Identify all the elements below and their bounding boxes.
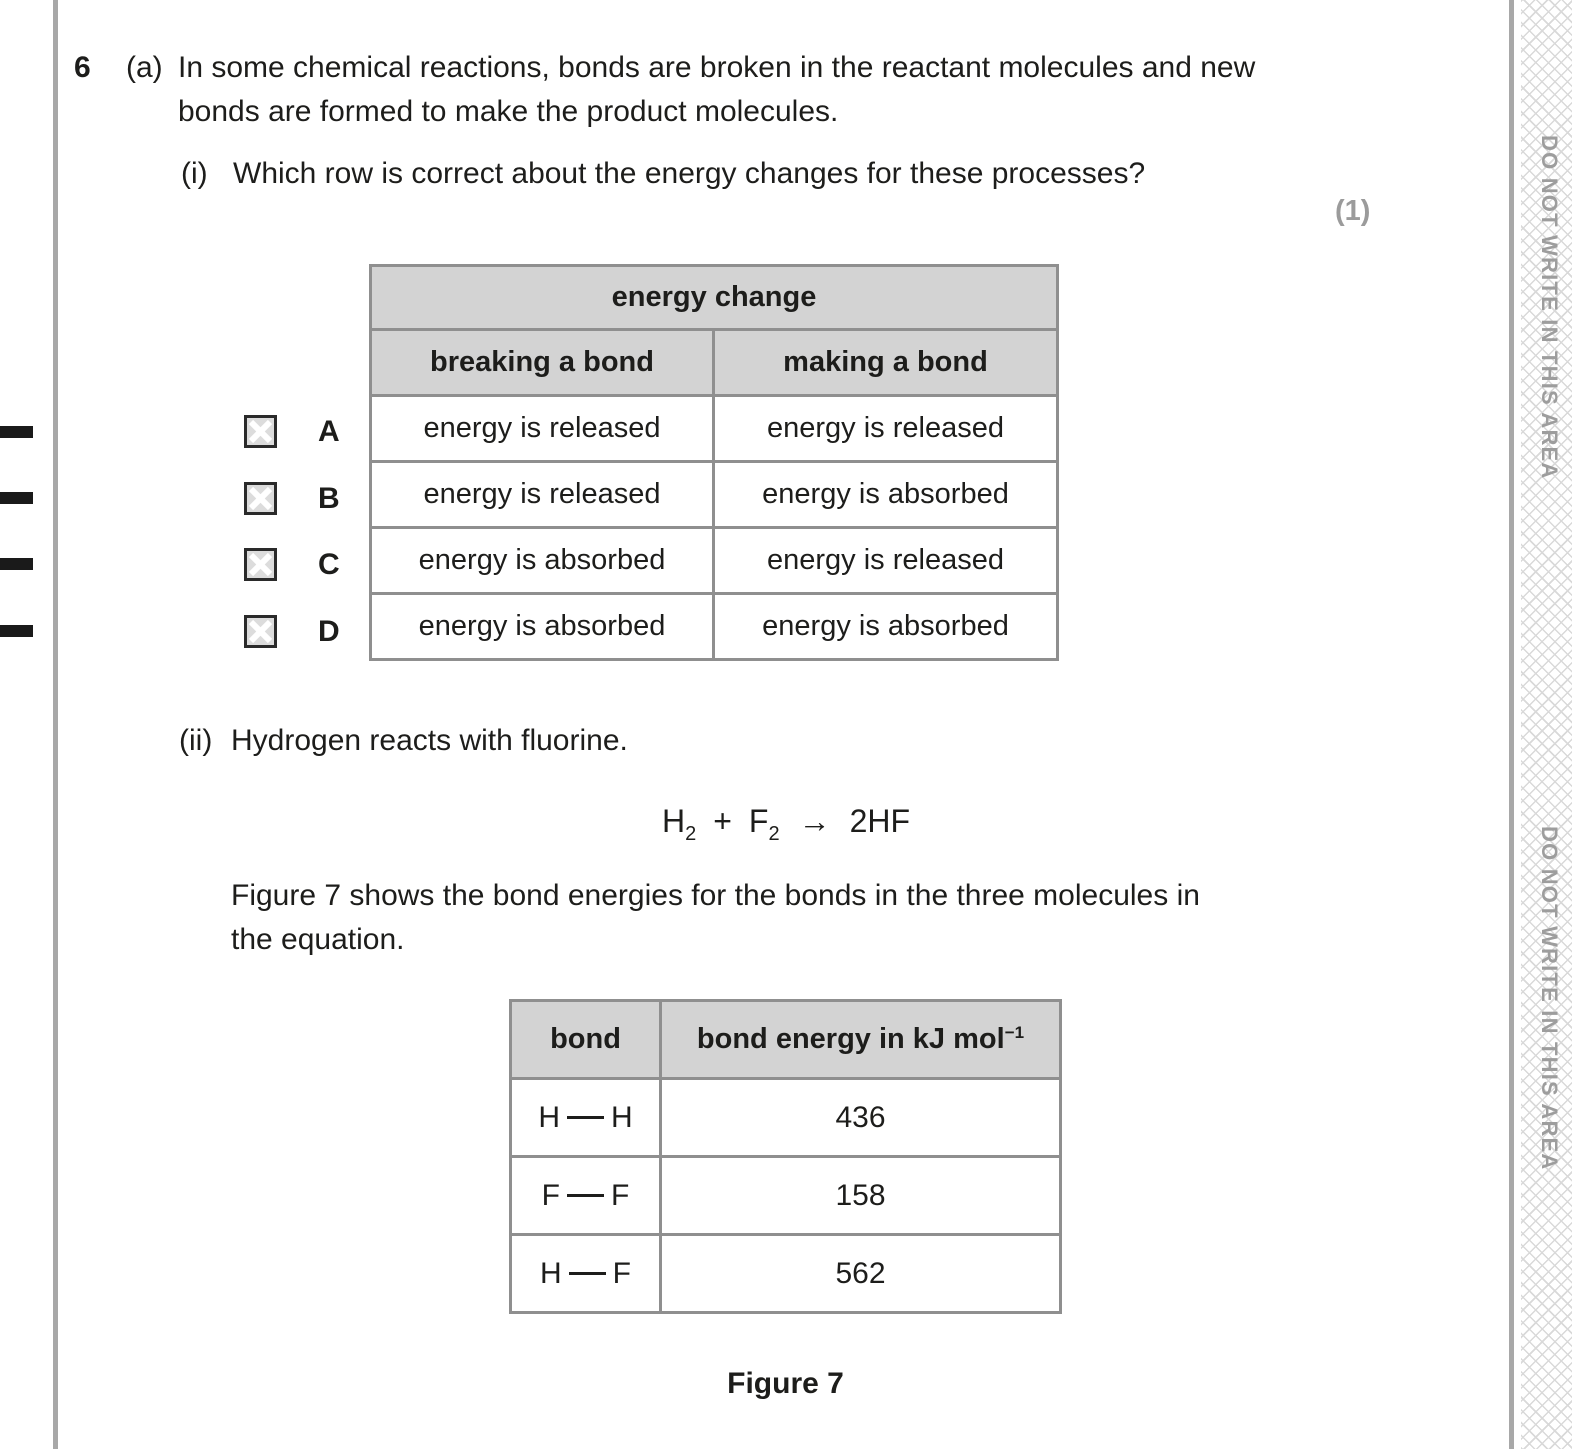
answer-checkbox-a[interactable] bbox=[244, 415, 277, 448]
table-row-a: energy is released energy is released bbox=[369, 394, 1059, 463]
column-header-breaking: breaking a bond bbox=[369, 328, 715, 397]
figure-caption: Figure 7 bbox=[727, 1367, 844, 1400]
answer-option-c: C bbox=[244, 548, 340, 581]
bond-line-icon bbox=[567, 1194, 604, 1197]
part-ii-label: (ii) bbox=[179, 724, 213, 757]
answer-option-a: A bbox=[244, 415, 340, 448]
bond-line-icon bbox=[568, 1272, 606, 1275]
column-header-making: making a bond bbox=[712, 328, 1059, 397]
crosshatch-band bbox=[1521, 0, 1572, 1449]
do-not-write-warning-bottom: DO NOT WRITE IN THIS AREA bbox=[1537, 826, 1562, 1171]
part-i-question: Which row is correct about the energy ch… bbox=[233, 157, 1146, 190]
x-mark-icon bbox=[248, 486, 273, 511]
binding-tick bbox=[0, 558, 33, 570]
reaction-arrow-icon: → bbox=[798, 803, 831, 839]
marks-badge: (1) bbox=[1335, 195, 1371, 227]
part-ii-text: Hydrogen reacts with fluorine. bbox=[231, 724, 628, 757]
energy-cell-ff: 158 bbox=[659, 1155, 1062, 1236]
energy-table-title: energy change bbox=[369, 264, 1059, 331]
binding-tick bbox=[0, 625, 33, 637]
energy-cell-hf: 562 bbox=[659, 1233, 1062, 1314]
table-row-b: energy is released energy is absorbed bbox=[369, 460, 1059, 529]
x-mark-icon bbox=[248, 552, 273, 577]
cell-d-breaking: energy is absorbed bbox=[369, 592, 715, 661]
cell-d-making: energy is absorbed bbox=[712, 592, 1059, 661]
reactant-h2: H2 bbox=[661, 803, 697, 845]
figure-intro-line1: Figure 7 shows the bond energies for the… bbox=[231, 879, 1200, 912]
binding-tick bbox=[0, 426, 33, 438]
superscript-minus-one: −1 bbox=[1004, 1023, 1025, 1042]
option-letter-b: B bbox=[318, 482, 340, 515]
part-a-label: (a) bbox=[126, 51, 163, 84]
question-number: 6 bbox=[74, 51, 91, 84]
figure-intro-line2: the equation. bbox=[231, 923, 405, 956]
x-mark-icon bbox=[248, 419, 273, 444]
answer-checkbox-b[interactable] bbox=[244, 482, 277, 515]
answer-option-b: B bbox=[244, 482, 340, 515]
x-mark-icon bbox=[248, 619, 273, 644]
table-row-c: energy is absorbed energy is released bbox=[369, 526, 1059, 595]
left-margin-rule bbox=[53, 0, 58, 1449]
product-2hf: 2HF bbox=[849, 803, 911, 839]
answer-checkbox-d[interactable] bbox=[244, 615, 277, 648]
cell-c-making: energy is released bbox=[712, 526, 1059, 595]
answer-checkbox-c[interactable] bbox=[244, 548, 277, 581]
cell-a-breaking: energy is released bbox=[369, 394, 715, 463]
answer-option-d: D bbox=[244, 615, 340, 648]
column-header-bond-energy: bond energy in kJ mol−1 bbox=[659, 999, 1062, 1080]
cell-b-making: energy is absorbed bbox=[712, 460, 1059, 529]
part-i-label: (i) bbox=[181, 157, 208, 190]
column-header-bond: bond bbox=[509, 999, 662, 1080]
option-letter-d: D bbox=[318, 615, 340, 648]
cell-a-making: energy is released bbox=[712, 394, 1059, 463]
part-a-text-line1: In some chemical reactions, bonds are br… bbox=[178, 51, 1256, 84]
part-a-text-line2: bonds are formed to make the product mol… bbox=[178, 95, 839, 128]
energy-cell-hh: 436 bbox=[659, 1077, 1062, 1158]
binding-tick bbox=[0, 492, 33, 504]
cell-c-breaking: energy is absorbed bbox=[369, 526, 715, 595]
option-letter-a: A bbox=[318, 415, 340, 448]
bond-line-icon bbox=[567, 1116, 604, 1119]
plus-sign: + bbox=[713, 803, 732, 839]
do-not-write-warning-top: DO NOT WRITE IN THIS AREA bbox=[1537, 135, 1562, 480]
option-letter-c: C bbox=[318, 548, 340, 581]
reactant-f2: F2 bbox=[748, 803, 780, 845]
right-margin-rule bbox=[1509, 0, 1514, 1449]
energy-change-table: energy change breaking a bond making a b… bbox=[369, 264, 1059, 661]
chemical-equation: H2 + F2 → 2HF bbox=[386, 803, 1186, 846]
table-row-d: energy is absorbed energy is absorbed bbox=[369, 592, 1059, 661]
cell-b-breaking: energy is released bbox=[369, 460, 715, 529]
